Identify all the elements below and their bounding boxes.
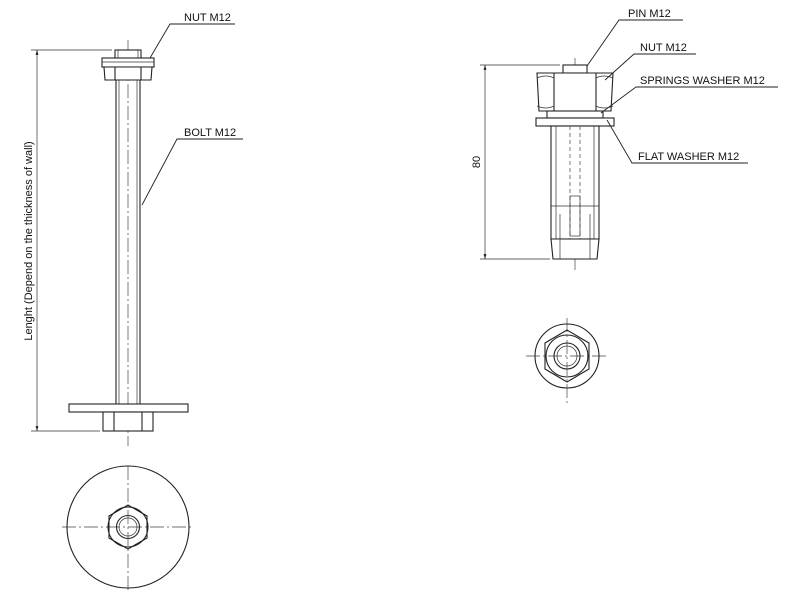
- anchor-length-value: 80: [471, 156, 483, 168]
- flat-washer-leader-line: [606, 119, 748, 164]
- bolt-shank: [115, 80, 141, 404]
- anchor-assembly-end-view: [526, 318, 609, 405]
- anchor-nut-hexagon: [544, 329, 590, 383]
- bolt-label: BOLT M12: [184, 127, 236, 139]
- anchor-assembly-side-view: 80 PIN M12 NUT M12 SPRINGS WASHER M12 FL…: [471, 8, 778, 272]
- pin-label: PIN M12: [628, 8, 671, 20]
- bolt-nut: [101, 57, 155, 81]
- plate-washer-outline: [66, 465, 190, 589]
- length-dimension-label: Lenght (Depend on the thickness of wall): [23, 141, 35, 340]
- nut-label-right: NUT M12: [640, 42, 687, 54]
- spring-washer-label: SPRINGS WASHER M12: [640, 75, 765, 87]
- pin-leader-line: [586, 19, 683, 67]
- anchor-pin-tip: [562, 64, 588, 74]
- anchor-spring-washer: [546, 110, 604, 119]
- bolt-head: [102, 411, 154, 432]
- flat-washer-label: FLAT WASHER M12: [638, 151, 739, 163]
- length-dimension: [31, 49, 112, 432]
- anchor-sleeve: [550, 125, 600, 240]
- anchor-washer-outline: [534, 323, 600, 389]
- anchor-flat-washer: [535, 117, 615, 127]
- nut-label-left: NUT M12: [184, 12, 231, 24]
- bolt-leader-line: [141, 138, 243, 206]
- nut-leader-line-right: [604, 53, 696, 81]
- bolt-assembly-end-view: [62, 465, 194, 590]
- nut-leader-line-left: [149, 23, 235, 59]
- anchor-nut: [536, 72, 614, 112]
- anchor-length-dimension: [480, 64, 560, 260]
- bolt-head-hexagon: [108, 504, 148, 550]
- anchor-expansion-cone: [550, 238, 600, 260]
- bolt-plate-washer: [68, 403, 189, 413]
- spring-washer-leader-line: [600, 86, 778, 114]
- bolt-assembly-side-view: Lenght (Depend on the thickness of wall)…: [23, 12, 243, 446]
